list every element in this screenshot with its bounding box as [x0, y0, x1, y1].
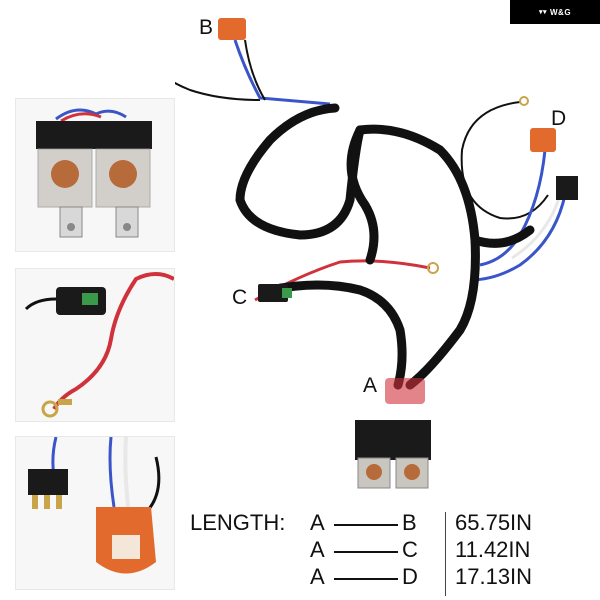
length-connector-line — [334, 524, 398, 526]
length-value: 65.75IN — [455, 510, 533, 535]
plug-d — [556, 176, 578, 200]
fuse-holder-photo — [16, 269, 174, 421]
length-from: A — [310, 537, 325, 562]
brand-logo: ▾▾W&G — [510, 0, 600, 24]
relays-photo — [16, 99, 174, 251]
length-spec-table: LENGTH: A B 65.75IN A C 11.42IN A D 17.1… — [190, 504, 600, 600]
length-row: A C 11.42IN — [310, 537, 600, 565]
thumbnail-fuse-holder[interactable] — [15, 268, 175, 422]
connector-b — [218, 18, 246, 40]
relay-left — [355, 420, 393, 460]
brand-name: W&G — [549, 7, 572, 17]
length-to: D — [402, 564, 418, 589]
callout-d: D — [551, 107, 567, 130]
thumbnail-relays[interactable] — [15, 98, 175, 252]
length-value: 17.13IN — [455, 564, 533, 589]
relay-right — [393, 420, 431, 460]
length-from: A — [310, 564, 325, 589]
wiring-harness-photo — [175, 18, 578, 489]
thumbnail-h4-connector[interactable] — [15, 436, 175, 590]
callout-a: A — [363, 374, 378, 397]
fuse-holder-c — [258, 284, 288, 302]
callout-c: C — [232, 286, 248, 309]
length-from: A — [310, 510, 325, 535]
length-row: A D 17.13IN — [310, 564, 600, 592]
brand-mark-icon: ▾▾ — [538, 9, 547, 16]
length-divider — [445, 512, 446, 596]
length-to: C — [402, 537, 418, 562]
length-value: 11.42IN — [455, 537, 531, 562]
length-connector-line — [334, 578, 398, 580]
length-connector-line — [334, 551, 398, 553]
callout-b: B — [199, 16, 214, 39]
h4-connector-photo — [16, 437, 174, 589]
connector-d — [530, 128, 556, 152]
length-title: LENGTH: — [190, 510, 286, 535]
length-to: B — [402, 510, 417, 535]
length-row: A B 65.75IN — [310, 510, 600, 538]
